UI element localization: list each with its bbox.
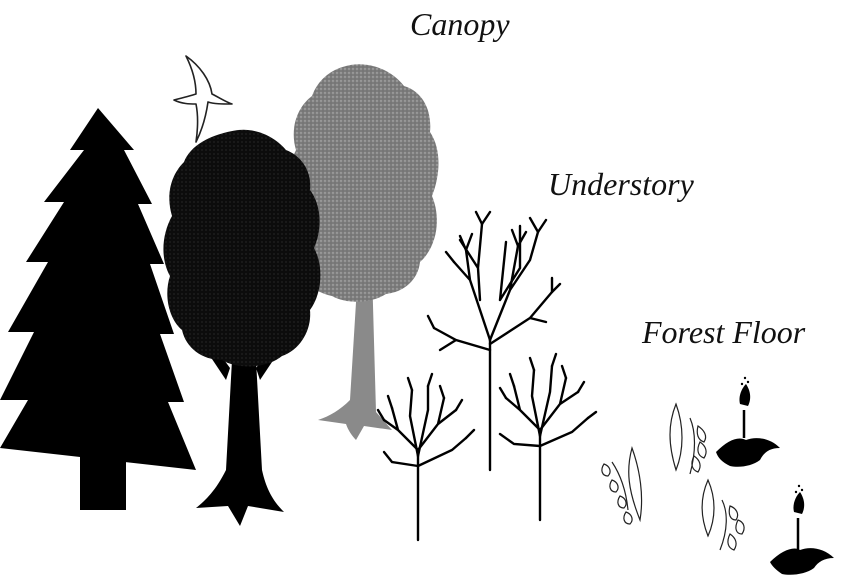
conifer-tree-icon [0, 108, 196, 510]
small-flowering-plant-icon [716, 377, 780, 467]
bird-icon [174, 56, 232, 142]
canopy-label: Canopy [410, 8, 510, 40]
forest-floor-label: Forest Floor [642, 316, 805, 348]
lily-of-the-valley-icon [602, 404, 744, 550]
small-flowering-plant-icon [770, 485, 834, 575]
understory-label: Understory [548, 168, 694, 200]
